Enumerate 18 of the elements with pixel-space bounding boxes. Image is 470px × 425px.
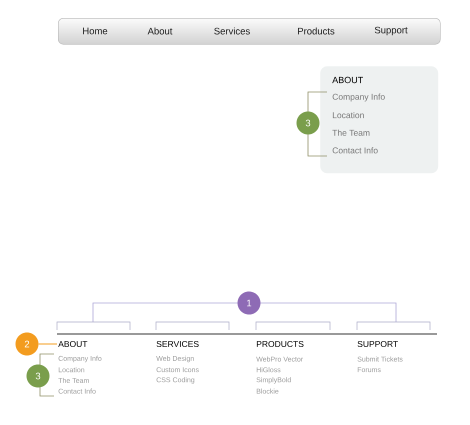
- callout-number: 2: [16, 332, 38, 356]
- menu-item: Company Info: [332, 94, 385, 102]
- menu-item: Services: [214, 28, 250, 34]
- callout-number: 3: [26, 364, 50, 388]
- menu-item: Location: [332, 112, 364, 118]
- callout-number: 3: [296, 112, 320, 134]
- menu-item: Contact Info: [332, 147, 378, 154]
- column-heading: SERVICES: [156, 341, 199, 347]
- callout-number: 1: [238, 292, 260, 314]
- menu-item: About: [148, 28, 172, 34]
- menu-item: Products: [298, 28, 334, 34]
- menu-heading: ABOUT: [332, 76, 363, 84]
- column-heading: SUPPORT: [358, 341, 398, 347]
- column-heading: ABOUT: [58, 341, 88, 347]
- menu-item: The Team: [332, 130, 370, 136]
- menu-item: Home: [83, 28, 108, 34]
- column-heading: PRODUCTS: [256, 341, 304, 347]
- menu-item: Support: [374, 26, 408, 36]
